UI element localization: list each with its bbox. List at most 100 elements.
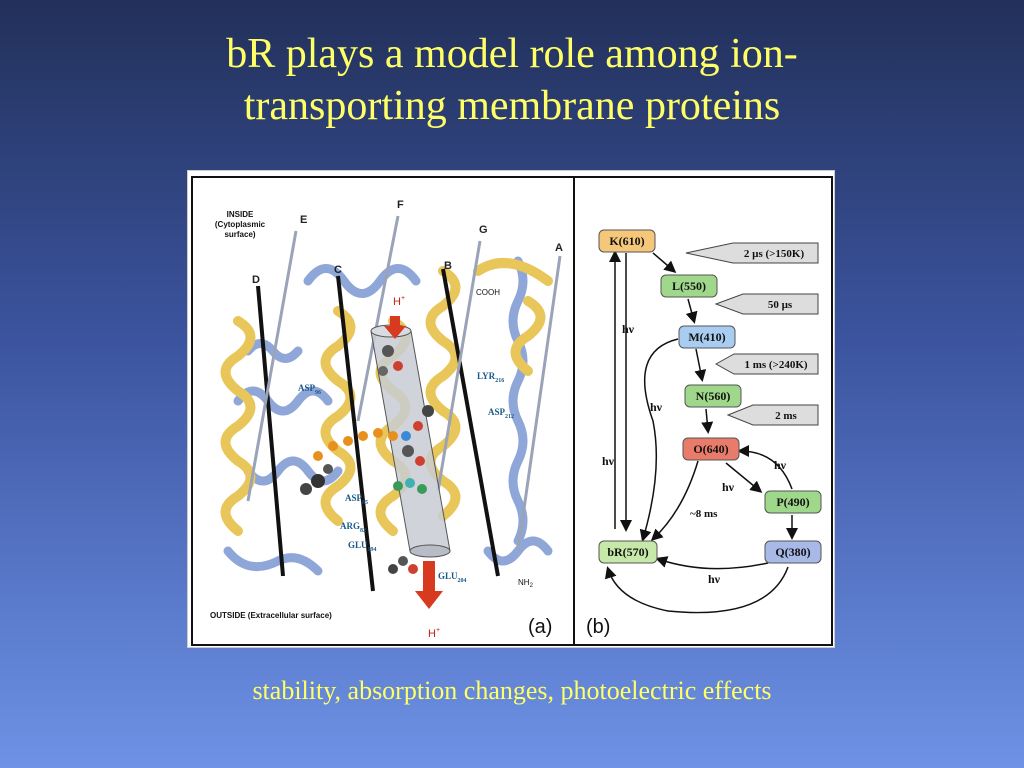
helix-axis-e [246,230,298,502]
helix-ribbon [223,546,323,576]
helix-axis-f [356,215,400,422]
helix-ribbon [508,256,528,546]
helix-axis-a [516,255,562,552]
residue-glu194: GLU194 [348,540,377,553]
inside-line-2: (Cytoplasmic [215,220,266,229]
time-box-2 [714,293,819,315]
slide-title: bR plays a model role among ion- transpo… [0,28,1024,132]
proton-arrow-out [415,561,443,609]
panel-b-photocycle: 2 µs (>150K) 50 µs 1 ms (>240K) 2 ms [586,229,822,638]
nh2-label: NH2 [518,578,534,589]
time-label-4: 2 ms [775,410,797,422]
time-box-4 [726,404,819,426]
helix-ribbon [320,306,356,526]
helix-label-e: E [300,214,307,226]
title-line-2: transporting membrane proteins [243,83,781,129]
hv-label-1: hν [622,322,635,336]
residue-arg82: ARG82 [340,521,366,534]
state-n: N(560) [696,389,731,403]
helix-ribbon [220,316,256,536]
arrow-q-br-hv [655,556,769,570]
hv-label-2: hν [650,400,663,414]
helix-letter-labels: E F G A D C B [252,199,563,286]
helix-label-a: A [555,242,563,254]
state-m-box [678,325,736,349]
title-line-1: bR plays a model role among ion- [226,31,798,77]
helix-label-b: B [444,260,452,272]
residue-labels: ASP96 LYR216 ASP212 ASP85 ARG82 GLU194 G… [298,371,514,584]
state-k-box [598,229,656,253]
arrow-q-br [604,566,789,614]
time-label-2: 50 µs [768,299,793,311]
arrow-p-o [737,445,793,490]
arrow-n-o [701,408,714,434]
panel-a-structure: INSIDE (Cytoplasmic surface) OUTSIDE (Ex… [210,199,563,640]
hv-label-6: hν [708,572,721,586]
helix-label-g: G [479,224,488,236]
panel-b-label: (b) [586,616,610,638]
helix-axes-grey [246,215,562,552]
helix-ribbon [303,264,421,298]
slide-caption: stability, absorption changes, photoelec… [252,676,772,705]
helix-ribbon [243,339,303,363]
state-p: P(490) [776,495,809,509]
arrow-k-l [652,252,677,273]
state-br-box [598,540,658,564]
arrow-o-br [650,460,699,542]
helix-ribbon [473,258,553,286]
time-label-1: 2 µs (>150K) [744,248,805,260]
panel-a-label: (a) [528,616,552,638]
hv-label-4: hν [774,458,787,472]
time-box-1 [685,242,819,264]
state-l-box [660,274,718,298]
hv-label-5: hν [722,480,735,494]
helix-axis-b [441,268,500,577]
helix-label-d: D [252,274,260,286]
state-q-box [764,540,822,564]
state-br: bR(570) [607,545,648,559]
residue-asp212: ASP212 [488,407,514,420]
helix-axes [256,268,500,592]
time-boxes: 2 µs (>150K) 50 µs 1 ms (>240K) 2 ms [685,242,819,426]
arrow-m-n [694,348,707,382]
helix-axis-d [256,285,285,577]
residue-lyr216: LYR216 [477,371,504,384]
hv-labels: hν hν hν hν hν hν [602,322,787,586]
h-plus-top: H+ [393,295,405,308]
residue-asp85: ASP85 [345,493,368,506]
h-plus-bottom: H+ [428,627,440,640]
state-m: M(410) [688,330,725,344]
proton-arrow-in [384,316,406,339]
state-p-box [764,490,822,514]
helix-axis-c [336,275,375,592]
cycle-arrows [604,250,798,614]
arrow-l-m [685,298,698,324]
outside-label: OUTSIDE (Extracellular surface) [210,611,332,620]
state-o-box [682,437,740,461]
state-n-box [684,384,742,408]
arrow-m-br [639,338,679,542]
helix-label-c: C [334,264,342,276]
state-l: L(550) [672,279,706,293]
retinal-chain [313,428,398,461]
residue-asp96: ASP96 [298,383,321,396]
state-o: O(640) [693,442,728,456]
hv-label-3: hν [602,454,615,468]
inside-line-1: INSIDE [227,210,254,219]
cooh-label: COOH [476,288,500,297]
time-box-3 [714,353,819,375]
time-label-3: 1 ms (>240K) [744,359,807,371]
residue-glu204: GLU204 [438,571,467,584]
helix-ribbon [510,296,546,376]
bacteriorhodopsin-figure: INSIDE (Cytoplasmic surface) OUTSIDE (Ex… [187,170,835,648]
state-k: K(610) [609,234,644,248]
inside-line-3: surface) [224,230,255,239]
inside-label: INSIDE (Cytoplasmic surface) [215,210,266,239]
helix-axis-g [436,240,482,492]
residue-atoms [300,345,434,574]
proton-arrows [384,316,443,609]
helix-ribbon [233,386,333,416]
state-q: Q(380) [775,545,810,559]
arrow-o-p [725,462,763,493]
time-label-5: ~8 ms [690,508,718,520]
